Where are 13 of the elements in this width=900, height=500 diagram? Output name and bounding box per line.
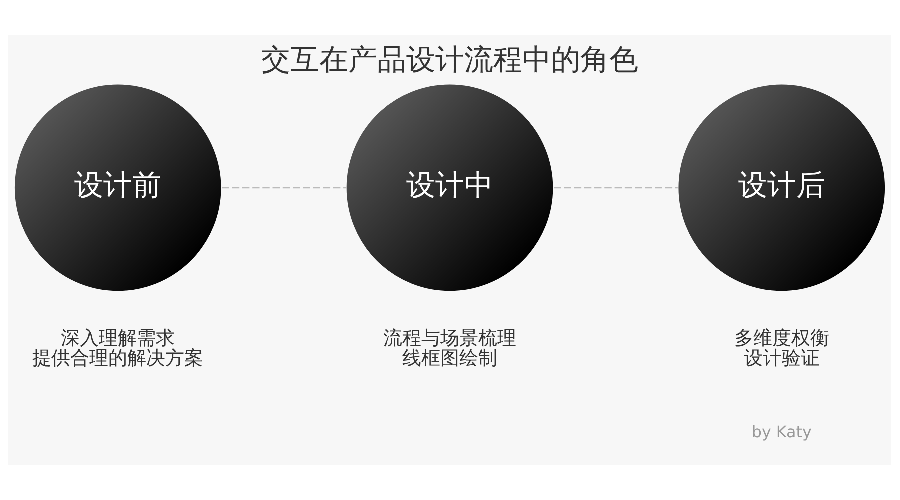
node-label: 设计验证: [744, 348, 820, 370]
node-circle: 设计前: [14, 83, 223, 293]
node-label: 流程与场景梳理: [384, 328, 516, 350]
label: by Katy: [752, 422, 812, 442]
node-circle: 设计后: [677, 83, 886, 293]
node-label: 提供合理的解决方案: [32, 348, 204, 370]
node-circle: 设计中: [345, 83, 555, 293]
node-label: 多维度权衡: [734, 328, 830, 350]
connector: [554, 187, 678, 189]
node-label: 线框图绘制: [402, 348, 498, 370]
diagram-title: 交互在产品设计流程中的角色: [262, 42, 638, 77]
connector: [222, 187, 346, 189]
node-label: 深入理解需求: [61, 328, 176, 350]
